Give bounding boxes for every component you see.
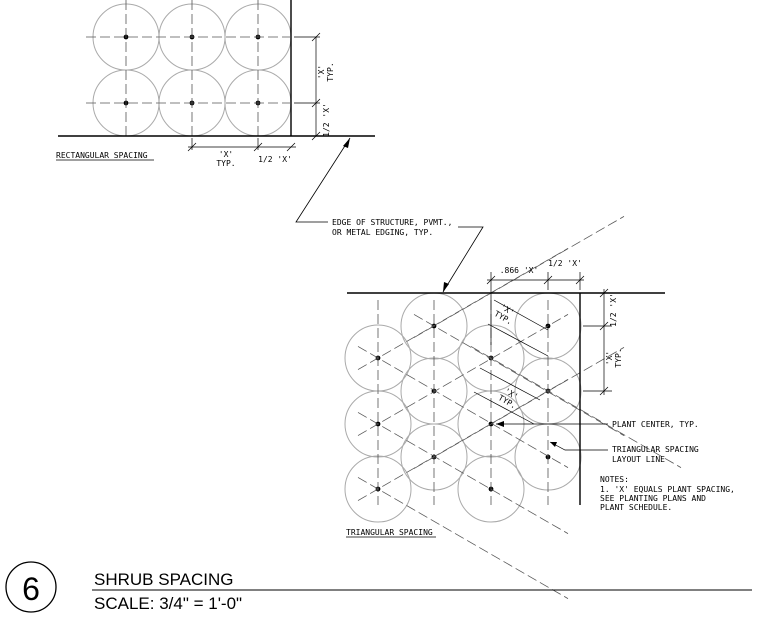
- tri-layout-label-line1: TRIANGULAR SPACING: [612, 445, 699, 454]
- plant-center-label: PLANT CENTER, TYP.: [612, 420, 699, 429]
- detail-title: SHRUB SPACING: [94, 570, 234, 589]
- rect-center-lines: [86, 0, 290, 140]
- rect-vertical-dimension: [294, 32, 321, 141]
- tri-layout-line: [357, 412, 569, 534]
- tri-layout-label-line2: LAYOUT LINE: [612, 455, 665, 464]
- rectangular-spacing-group: 'X' TYP. 1/2 'X' 'X' TYP. 1/2 'X' RECTAN…: [56, 0, 375, 168]
- detail-number: 6: [22, 571, 40, 607]
- tri-layout-line: [357, 477, 569, 599]
- dim-half-x-top-label: 1/2 'X': [548, 259, 582, 268]
- layout-line-arrow: [550, 442, 557, 447]
- tri-diagonal-dimensions: [473, 299, 549, 425]
- rect-x-horizontal-label: 'X': [219, 150, 233, 159]
- rect-typ-vertical-label: TYP.: [326, 62, 335, 81]
- dim-x-right-label: 'X': [605, 351, 614, 365]
- detail-scale: SCALE: 3/4" = 1'-0": [94, 594, 242, 613]
- triangular-spacing-group: .866 'X' 1/2 'X' 1/2 'X' 'X' TYP. 'X' TY…: [344, 216, 735, 599]
- tri-layout-line: [413, 216, 625, 338]
- notes-line2: SEE PLANTING PLANS AND: [600, 494, 706, 503]
- tri-layout-line: [357, 314, 569, 436]
- edge-label-line1: EDGE OF STRUCTURE, PVMT.,: [332, 218, 452, 227]
- detail-number-circle: [5, 561, 57, 613]
- rect-x-vertical-label: 'X': [317, 65, 326, 79]
- notes-title: NOTES:: [600, 475, 629, 484]
- tri-layout-line: [470, 346, 682, 468]
- tri-layout-line: [357, 346, 569, 468]
- dim-866-label: .866 'X': [500, 266, 539, 275]
- rect-half-x-vertical-label: 1/2 'X': [322, 103, 331, 137]
- dim-typ-right-label: TYP.: [614, 348, 623, 367]
- tri-callout-leaders: [496, 423, 608, 451]
- rect-horizontal-dimension: [187, 138, 296, 152]
- tri-layout-lines: [357, 216, 682, 599]
- plant-center-arrow: [496, 421, 504, 427]
- edge-leader: [295, 137, 484, 293]
- tri-layout-line: [413, 347, 625, 469]
- rect-spacing-title: RECTANGULAR SPACING: [56, 151, 148, 160]
- tri-top-dimension: [486, 272, 585, 345]
- dim-half-x-right-label: 1/2 'X': [609, 293, 618, 327]
- edge-label-line2: OR METAL EDGING, TYP.: [332, 228, 433, 237]
- notes-line1: 1. 'X' EQUALS PLANT SPACING,: [600, 485, 735, 494]
- tri-spacing-title: TRIANGULAR SPACING: [346, 528, 433, 537]
- rect-half-x-horizontal-label: 1/2 'X': [258, 155, 292, 164]
- notes-line3: PLANT SCHEDULE.: [600, 503, 672, 512]
- tri-right-dimension: [583, 288, 612, 396]
- tri-layout-line: [413, 314, 625, 436]
- edge-leader-arrows: [343, 138, 449, 292]
- title-block: 6 SHRUB SPACING SCALE: 3/4" = 1'-0": [5, 561, 752, 613]
- rect-typ-horizontal-label: TYP.: [216, 159, 235, 168]
